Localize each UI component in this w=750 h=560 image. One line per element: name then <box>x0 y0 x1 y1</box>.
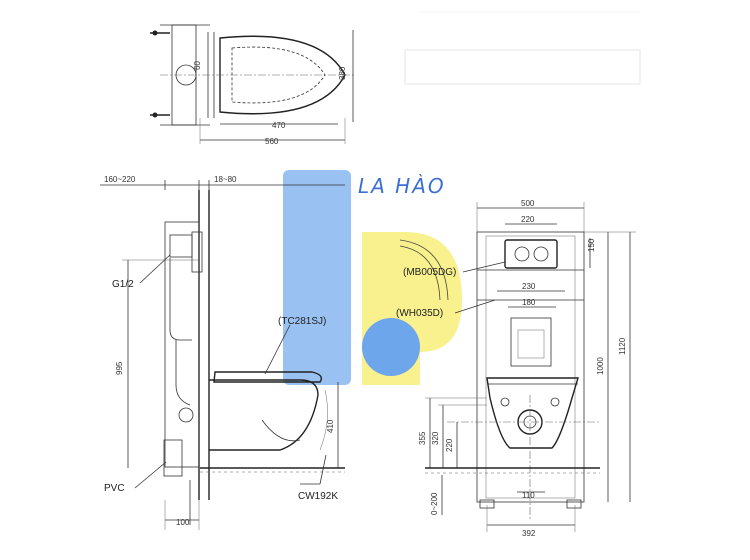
dim-380: 380 <box>338 66 347 80</box>
background-text-ghost <box>404 11 641 85</box>
side-view: 160~220 18~80 G1/2 995 (TC281SJ) 410 <box>100 175 345 530</box>
label-g1-2: G1/2 <box>112 279 134 290</box>
top-view: 470 560 380 60 <box>150 24 355 146</box>
watermark-text: LA HÀO <box>358 174 446 198</box>
side-pvc-pipe <box>163 439 183 477</box>
dim-392: 392 <box>522 529 536 538</box>
dim-560: 560 <box>265 137 279 146</box>
watermark-blue-circle <box>362 318 420 376</box>
dim-995: 995 <box>115 361 124 375</box>
label-tc281sj: (TC281SJ) <box>278 316 326 327</box>
front-flush-plate <box>504 239 558 269</box>
dim-230: 230 <box>522 282 536 291</box>
dim-410: 410 <box>326 419 335 433</box>
label-wh035d: (WH035D) <box>396 308 443 319</box>
dim-220-vertical: 220 <box>445 438 454 452</box>
side-bowl <box>209 379 319 451</box>
dim-180: 180 <box>522 298 536 307</box>
dim-320: 320 <box>431 431 440 445</box>
dim-1000: 1000 <box>596 357 605 375</box>
dim-18-80: 18~80 <box>214 175 237 184</box>
dim-1120: 1120 <box>618 337 627 355</box>
dim-60: 60 <box>193 61 202 70</box>
dim-0-200: 0~200 <box>430 492 439 515</box>
dim-150: 150 <box>587 238 596 252</box>
watermark-logo: LA HÀO <box>283 170 462 385</box>
dim-355: 355 <box>418 431 427 445</box>
label-mb005dg: (MB005DG) <box>403 267 456 278</box>
dim-100: 100 <box>176 518 190 527</box>
dim-220: 220 <box>521 215 535 224</box>
label-pvc: PVC <box>104 483 125 494</box>
front-frame <box>476 231 585 503</box>
dim-160-220: 160~220 <box>104 175 136 184</box>
dim-470: 470 <box>272 121 286 130</box>
dim-110: 110 <box>522 491 535 500</box>
side-seat <box>213 371 323 383</box>
dim-500: 500 <box>521 199 535 208</box>
label-cw192k: CW192K <box>298 491 338 502</box>
watermark-blue-bar <box>283 170 351 385</box>
front-view: 500 220 150 (MB005DG) (WH035D) 230 180 <box>396 199 636 538</box>
front-bowl <box>486 377 579 449</box>
